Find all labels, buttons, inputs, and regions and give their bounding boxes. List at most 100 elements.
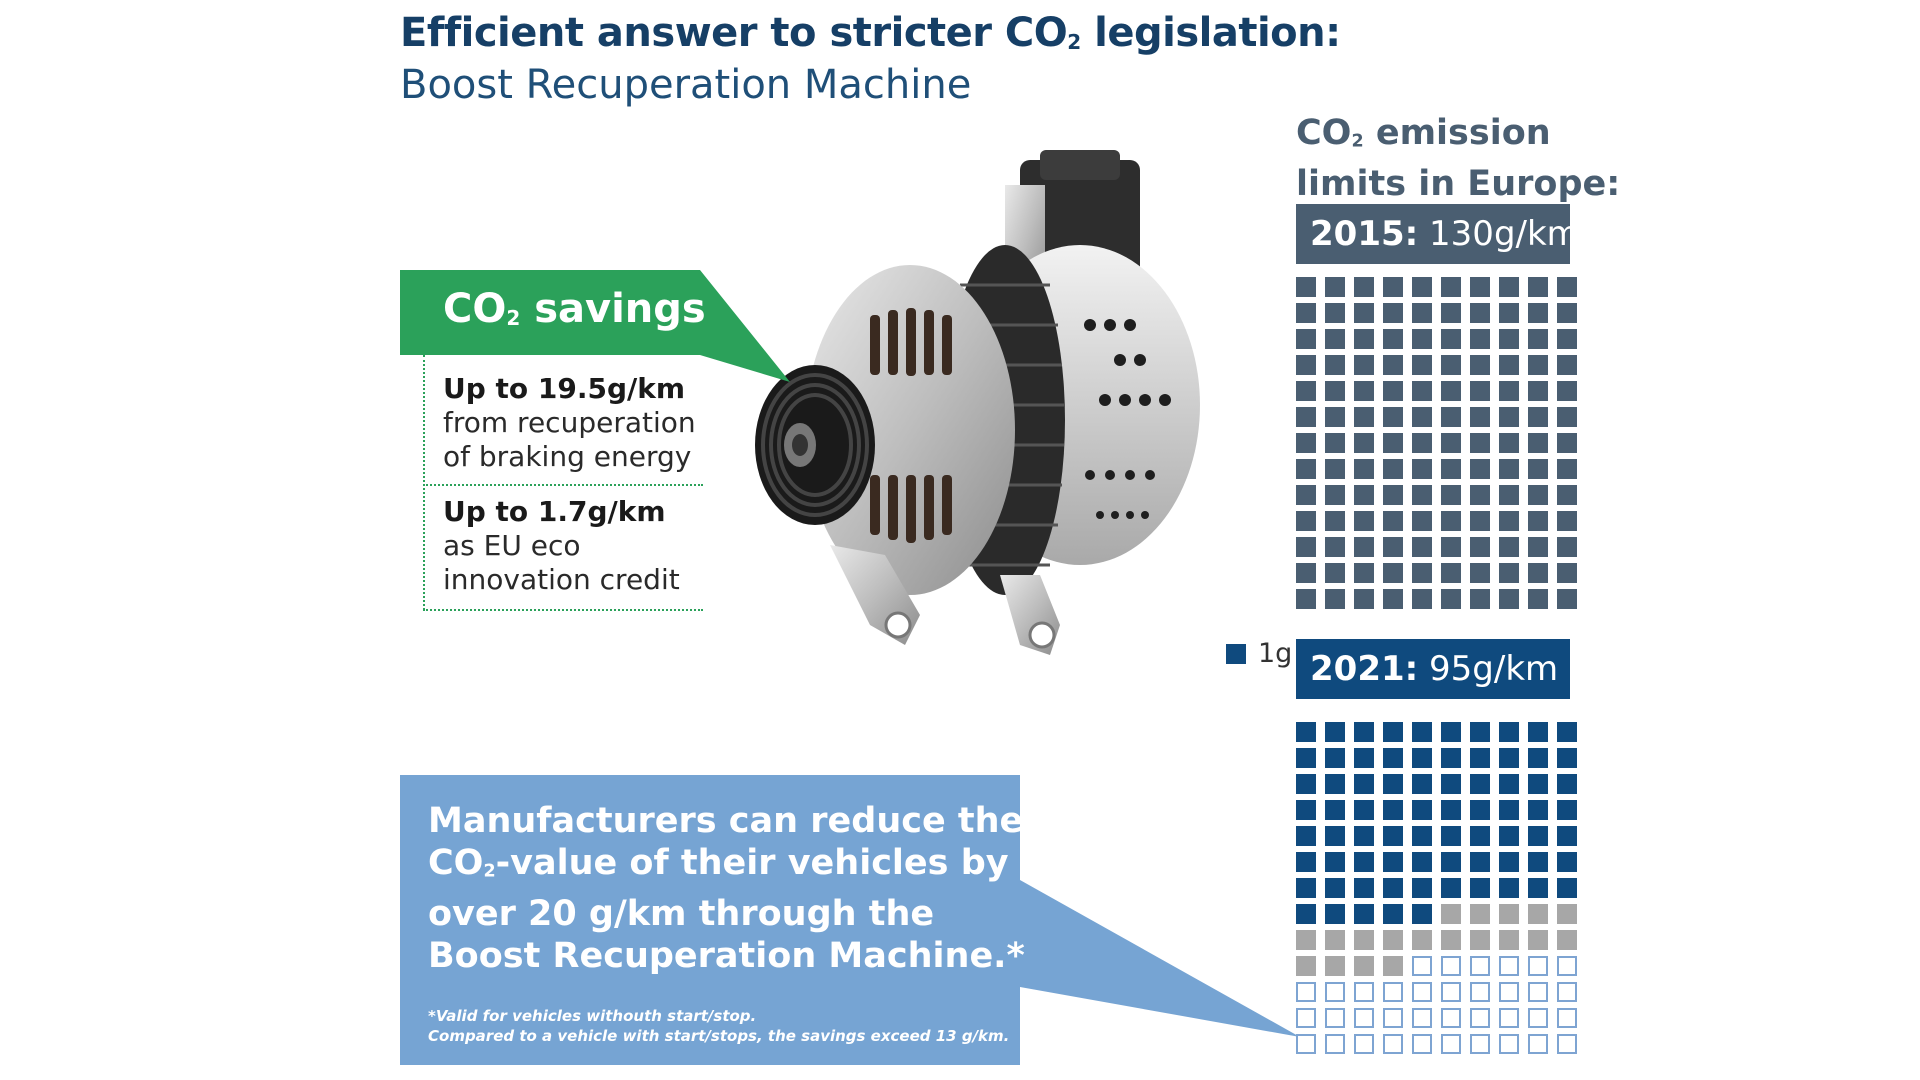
gram-square-2021 [1470, 748, 1490, 768]
gram-square-2015 [1470, 537, 1490, 557]
gram-square-2021 [1383, 748, 1403, 768]
gram-square-2021 [1557, 748, 1577, 768]
gram-square-2021 [1528, 722, 1548, 742]
gram-square-2015 [1412, 303, 1432, 323]
gram-square-2021 [1325, 852, 1345, 872]
savings-banner [400, 270, 790, 382]
gram-square-2021 [1383, 826, 1403, 846]
gram-square-2015 [1470, 355, 1490, 375]
gram-square-2021 [1470, 774, 1490, 794]
gram-square-2021 [1296, 774, 1316, 794]
gram-square-2021 [1296, 878, 1316, 898]
gram-square-2015 [1499, 485, 1519, 505]
gram-square-2021 [1354, 774, 1374, 794]
savings-item-text: innovation credit [443, 563, 680, 596]
gram-square-savings [1470, 930, 1490, 950]
gram-square-2015 [1557, 277, 1577, 297]
savings-divider [423, 609, 703, 611]
gram-square-2021 [1528, 800, 1548, 820]
gram-square-2021 [1325, 774, 1345, 794]
gram-square-2015 [1470, 277, 1490, 297]
gram-square-savings [1383, 930, 1403, 950]
gram-square-2021 [1354, 826, 1374, 846]
gram-square-2015 [1296, 355, 1316, 375]
gram-square-2015 [1412, 485, 1432, 505]
gram-square-remaining [1557, 982, 1577, 1002]
gram-square-2021 [1528, 878, 1548, 898]
gram-square-2015 [1470, 563, 1490, 583]
gram-square-2015 [1296, 511, 1316, 531]
gram-square-remaining [1296, 1034, 1316, 1054]
gram-square-2021 [1325, 748, 1345, 768]
gram-square-remaining [1499, 956, 1519, 976]
gram-square-2015 [1557, 303, 1577, 323]
gram-square-2021 [1354, 722, 1374, 742]
gram-square-2021 [1354, 748, 1374, 768]
gram-square-remaining [1557, 1008, 1577, 1028]
gram-square-savings [1441, 930, 1461, 950]
gram-square-2015 [1354, 329, 1374, 349]
gram-square-savings [1557, 930, 1577, 950]
gram-square-2021 [1412, 722, 1432, 742]
gram-square-remaining [1557, 1034, 1577, 1054]
gram-square-savings [1557, 904, 1577, 924]
gram-square-2021 [1383, 800, 1403, 820]
gram-square-2015 [1557, 407, 1577, 427]
gram-square-savings [1325, 956, 1345, 976]
gram-square-2021 [1383, 852, 1403, 872]
gram-square-2015 [1528, 407, 1548, 427]
gram-square-2015 [1383, 407, 1403, 427]
gram-square-2021 [1528, 826, 1548, 846]
gram-square-2021 [1557, 852, 1577, 872]
gram-square-2021 [1557, 826, 1577, 846]
gram-square-remaining [1354, 1008, 1374, 1028]
gram-square-2021 [1528, 774, 1548, 794]
gram-square-2015 [1383, 459, 1403, 479]
gram-square-2015 [1383, 589, 1403, 609]
gram-square-savings [1528, 904, 1548, 924]
gram-square-2021 [1499, 748, 1519, 768]
gram-square-2015 [1383, 511, 1403, 531]
gram-square-2015 [1296, 563, 1316, 583]
gram-square-2015 [1470, 459, 1490, 479]
alternator-machine-icon [755, 150, 1200, 655]
gram-square-2015 [1528, 589, 1548, 609]
gram-square-2021 [1412, 904, 1432, 924]
gram-square-2021 [1557, 774, 1577, 794]
gram-square-2015 [1354, 381, 1374, 401]
gram-square-2015 [1325, 355, 1345, 375]
gram-square-2015 [1296, 433, 1316, 453]
gram-square-2021 [1470, 800, 1490, 820]
gram-square-remaining [1470, 1034, 1490, 1054]
gram-square-2021 [1441, 852, 1461, 872]
savings-item-text: from recuperation [443, 406, 696, 439]
savings-divider [423, 484, 703, 486]
gram-square-2015 [1296, 381, 1316, 401]
gram-square-2015 [1412, 589, 1432, 609]
gram-square-2015 [1325, 329, 1345, 349]
gram-square-2015 [1296, 537, 1316, 557]
gram-square-2015 [1499, 433, 1519, 453]
gram-square-savings [1296, 956, 1316, 976]
page-subtitle: Boost Recuperation Machine [400, 62, 972, 108]
gram-square-2015 [1528, 563, 1548, 583]
gram-square-2015 [1325, 511, 1345, 531]
gram-square-2015 [1470, 381, 1490, 401]
callout-footnote: *Valid for vehicles withouth start/stop.… [428, 1007, 1010, 1045]
gram-square-2015 [1557, 329, 1577, 349]
gram-square-2021 [1354, 878, 1374, 898]
callout-line: CO2-value of their vehicles by [428, 843, 1009, 883]
gram-square-2021 [1325, 800, 1345, 820]
gram-square-2015 [1441, 589, 1461, 609]
gram-square-2015 [1557, 511, 1577, 531]
gram-square-remaining [1441, 1034, 1461, 1054]
gram-square-2015 [1528, 303, 1548, 323]
gram-square-remaining [1412, 956, 1432, 976]
gram-square-savings [1412, 930, 1432, 950]
gram-square-2015 [1325, 433, 1345, 453]
gram-square-2021 [1470, 826, 1490, 846]
savings-item-text: as EU eco [443, 529, 581, 562]
gram-square-2015 [1441, 277, 1461, 297]
gram-square-2015 [1296, 277, 1316, 297]
grid-2015 [1296, 277, 1577, 609]
